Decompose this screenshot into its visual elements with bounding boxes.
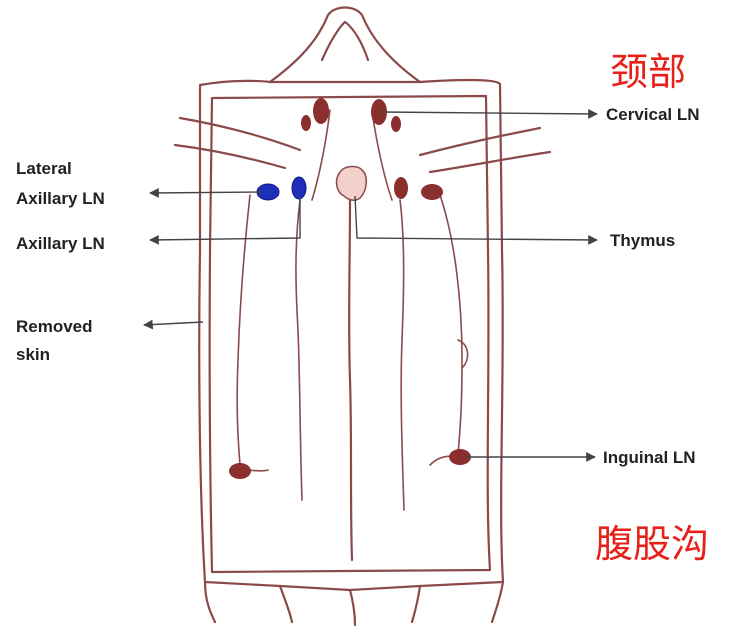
axillary-node-left [292,177,306,199]
thymus-arrow [355,196,597,240]
removed-skin-arrow [144,322,203,325]
inguinal-chinese-annotation: 腹股沟 [595,522,709,566]
cervical-node-left-2 [313,98,329,124]
cervical-node-right-2 [391,116,401,132]
axillary-node-right [394,177,408,199]
removed-skin-label-line2: skin [16,345,50,364]
lateral-axillary-node-right [421,184,443,200]
lower-body-outline [205,582,503,625]
neck-vessel-right [372,112,392,200]
chinese-annotations: 颈部 腹股沟 [595,50,709,566]
lateral-axillary-arrow [150,192,262,193]
labels: Cervical LN Lateral Axillary LN Axillary… [16,105,700,467]
cervical-arrow [382,112,597,114]
axillary-ln-label: Axillary LN [16,234,105,253]
body-outline [175,8,550,626]
inguinal-ln-label: Inguinal LN [603,448,696,467]
head-inner-outline [322,22,368,60]
right-torso-vessel [400,200,404,510]
right-arm-outline [420,128,550,172]
left-arm-outline [175,118,300,168]
thymus-label: Thymus [610,231,675,250]
left-torso-vessel [296,200,302,500]
cervical-node-left-1 [301,115,311,131]
torso-centerline [349,200,352,560]
lateral-axillary-ln-label-line1: Lateral [16,159,72,178]
right-side-vessel [440,195,462,455]
lateral-axillary-ln-label-line2: Axillary LN [16,189,105,208]
cervical-lymph-nodes [301,98,401,132]
axillary-arrow [150,198,300,240]
inguinal-node-left [229,463,251,479]
cervical-ln-label: Cervical LN [606,105,700,124]
head-outline [270,8,420,83]
thymus-shape [337,166,367,200]
removed-skin-label-line1: Removed [16,317,93,336]
left-side-vessel [237,195,250,465]
cervical-chinese-annotation: 颈部 [610,50,686,94]
